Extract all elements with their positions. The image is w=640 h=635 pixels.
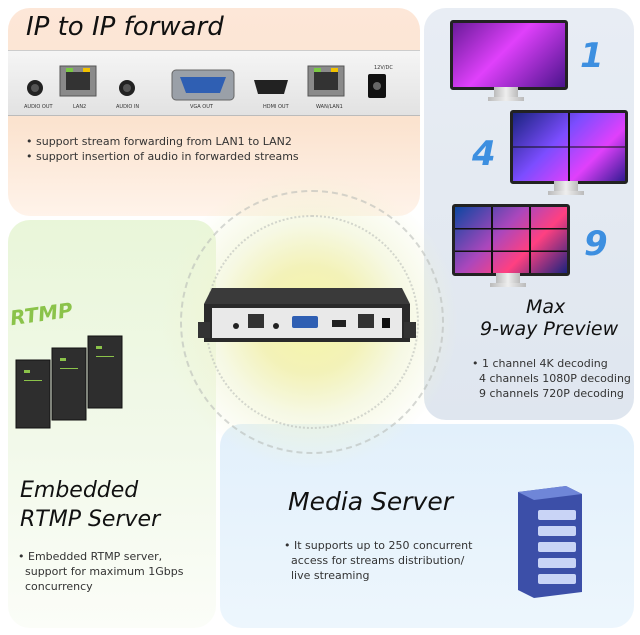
bullet-item: • 1 channel 4K decoding xyxy=(472,357,608,370)
monitor-number-9: 9 xyxy=(584,224,608,264)
ip-forward-bullets: • support stream forwarding from LAN1 to… xyxy=(26,134,299,164)
port-label-wan-lan1: WAN/LAN1 xyxy=(316,104,343,110)
rear-panel-ports-graphic xyxy=(27,65,386,101)
bullet-item: 4 channels 1080P decoding xyxy=(479,372,631,385)
preview-bullets: • 1 channel 4K decoding 4 channels 1080P… xyxy=(472,356,631,401)
preview-title-line2: 9-way Preview xyxy=(480,318,619,340)
rtmp-bullets: • Embedded RTMP server, support for maxi… xyxy=(18,549,184,594)
ip-forward-title: IP to IP forward xyxy=(26,12,224,42)
bullet-item: • Embedded RTMP server, xyxy=(18,550,163,563)
port-label-lan2: LAN2 xyxy=(73,104,87,110)
bullet-item: 9 channels 720P decoding xyxy=(479,387,624,400)
bullet-item: concurrency xyxy=(25,580,93,593)
rtmp-server-icon xyxy=(15,335,123,429)
port-label-hdmi-out: HDMI OUT xyxy=(263,104,289,110)
media-server-rack-icon xyxy=(518,486,582,598)
port-label-12v-dc: 12V/DC xyxy=(374,65,393,71)
port-label-vga-out: VGA OUT xyxy=(190,104,213,110)
center-ring-outer xyxy=(180,190,444,454)
monitor-number-4: 4 xyxy=(472,134,496,174)
port-label-audio-out: AUDIO OUT xyxy=(24,104,53,110)
port-label-audio-in: AUDIO IN xyxy=(116,104,140,110)
device-box-graphic xyxy=(198,288,416,342)
media-server-bullets: • It supports up to 250 concurrent acces… xyxy=(284,538,472,583)
media-server-title: Media Server xyxy=(288,487,454,516)
bullet-item: access for streams distribution/ xyxy=(291,554,465,567)
rtmp-title-line2: RTMP Server xyxy=(20,507,161,532)
rtmp-title-line1: Embedded xyxy=(20,478,139,503)
bullet-item: support for maximum 1Gbps xyxy=(25,565,184,578)
bullet-item: live streaming xyxy=(291,569,370,582)
bullet-item: • It supports up to 250 concurrent xyxy=(284,539,473,552)
monitor-number-1: 1 xyxy=(580,36,604,76)
bullet-item: • support insertion of audio in forwarde… xyxy=(26,150,299,163)
preview-title-line1: Max xyxy=(526,296,566,318)
bullet-item: • support stream forwarding from LAN1 to… xyxy=(26,135,292,148)
